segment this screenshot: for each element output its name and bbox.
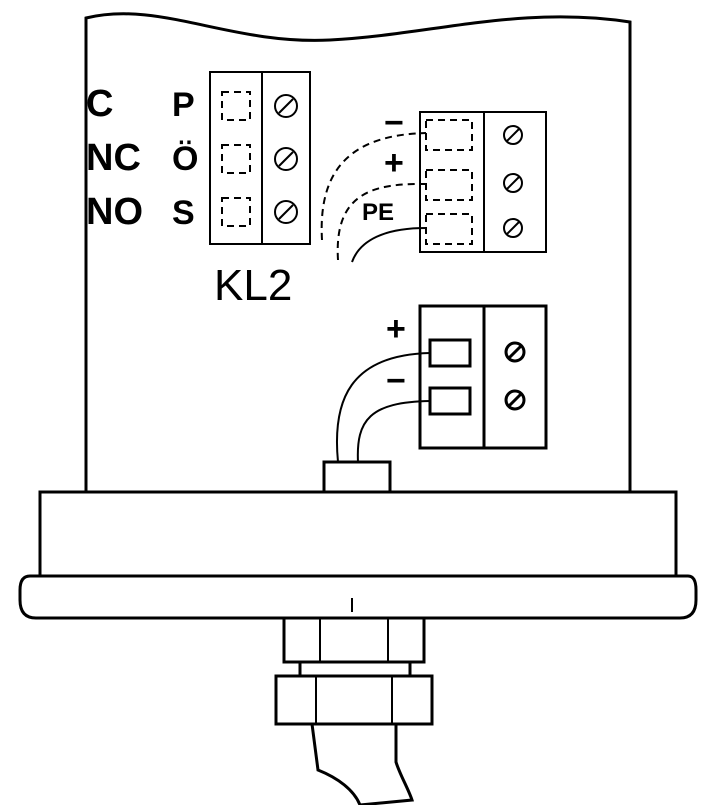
power-wire-minus: [356, 400, 431, 463]
kl2-clamp-1: [221, 91, 298, 121]
label-signal-plus: +: [384, 144, 404, 182]
label-power-minus: −: [386, 362, 406, 400]
power-wire-plus: [336, 352, 431, 463]
kl2-clamp-3: [221, 197, 298, 227]
upper-hex-nut: [282, 616, 426, 664]
signal-terminal-block: [419, 111, 547, 253]
kl2-terminal-block: [209, 71, 311, 245]
label-power-plus: +: [386, 310, 406, 348]
flange: [18, 574, 698, 620]
label-no: NO: [86, 191, 143, 233]
label-s: S: [172, 194, 195, 232]
label-kl2: KL2: [214, 261, 292, 310]
base-plate: [38, 490, 678, 578]
cable-grommet: [322, 460, 392, 494]
dashed-wire-1: [320, 132, 427, 241]
kl2-clamp-2: [221, 144, 298, 174]
lower-hex-nut: [274, 674, 434, 726]
label-o-umlaut: Ö: [172, 140, 198, 178]
device-housing: [84, 12, 632, 494]
label-p: P: [172, 86, 195, 124]
fitting-neck: [298, 660, 412, 678]
label-signal-minus: −: [384, 104, 404, 142]
label-nc: NC: [86, 137, 141, 179]
label-pe: PE: [362, 199, 394, 226]
pipe-stem: [310, 722, 415, 805]
label-c: C: [86, 83, 113, 125]
pe-wire: [351, 227, 427, 263]
